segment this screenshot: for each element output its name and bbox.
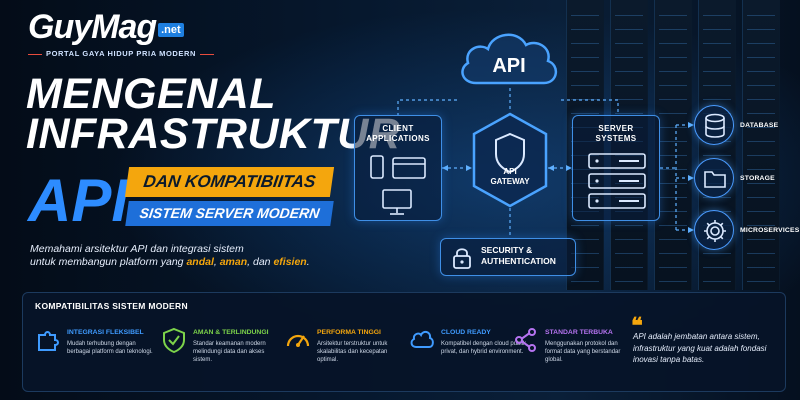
highlight-andal: andal <box>186 256 214 269</box>
headline: MENGENAL INFRASTRUKTUR <box>26 70 401 158</box>
server-title-line2: SYSTEMS <box>595 134 637 143</box>
client-title-line2: APPLICATIONS <box>366 134 430 143</box>
feature-desc: Kompatibel dengan cloud publik, privat, … <box>441 341 528 356</box>
cloud-label: API <box>492 55 526 77</box>
gateway-line2: GATEWAY <box>490 177 530 187</box>
microservices-node <box>694 210 734 250</box>
brand-logo[interactable]: GuyMag.net PORTAL GAYA HIDUP PRIA MODERN <box>28 8 215 58</box>
microservices-label: MICROSERVICES <box>740 227 800 234</box>
gear-icon <box>704 220 726 242</box>
client-applications-box: CLIENT APPLICATIONS <box>354 115 442 221</box>
api-cloud: API <box>456 25 562 87</box>
brand-tld: .net <box>158 22 184 37</box>
panel-title: KOMPATIBILITAS SISTEM MODERN <box>35 301 188 311</box>
description-line1: Memahami arsitektur API dan integrasi si… <box>30 243 244 255</box>
headline-ribbon-server: SISTEM SERVER MODERN <box>125 201 334 226</box>
storage-node <box>694 158 734 198</box>
quote-text: API adalah jembatan antara sistem, infra… <box>633 332 767 365</box>
security-line2: AUTHENTICATION <box>481 256 556 267</box>
puzzle-icon <box>38 331 59 351</box>
feature-title: CLOUD READY <box>441 329 491 336</box>
speedometer-icon <box>286 334 310 347</box>
database-node <box>694 105 734 145</box>
headline-line2: INFRASTRUKTUR <box>26 109 401 158</box>
brand-tagline: PORTAL GAYA HIDUP PRIA MODERN <box>28 49 215 58</box>
feature-desc: Arsitektur terstruktur untuk skalabilita… <box>317 341 388 364</box>
security-auth-box: SECURITY & AUTHENTICATION <box>440 238 576 276</box>
highlight-efisien: efisien <box>273 256 307 269</box>
feature-title: PERFORMA TINGGI <box>317 329 381 336</box>
feature-title: STANDAR TERBUKA <box>545 329 613 336</box>
shield-icon <box>495 132 525 174</box>
shield-check-icon <box>163 327 185 353</box>
brand-name: GuyMag <box>28 8 157 46</box>
gateway-line1: API <box>503 167 517 176</box>
description-sep1: , <box>213 256 217 269</box>
headline-ribbon-compat: DAN KOMPATIBIITAS <box>124 167 335 197</box>
share-nodes-icon <box>515 328 536 352</box>
description-line2: untuk membangun platform yang <box>30 256 184 269</box>
lock-icon <box>453 248 471 269</box>
server-title-line1: SERVER <box>598 124 634 133</box>
feature-desc: Menggunakan protokol dan format data yan… <box>545 341 621 364</box>
feature-desc: Mudah terhubung dengan berbagai platform… <box>67 341 153 356</box>
database-label: DATABASE <box>740 122 779 129</box>
security-line1: SECURITY & <box>481 245 533 255</box>
folder-icon <box>704 171 726 188</box>
storage-label: STORAGE <box>740 175 775 182</box>
cloud-icon <box>461 33 557 85</box>
compatibility-panel: KOMPATIBILITAS SISTEM MODERN INTEGRASI F… <box>22 292 786 392</box>
headline-line1: MENGENAL <box>26 70 277 118</box>
description-sep2: , dan <box>247 256 271 269</box>
api-gateway-label: API GATEWAY <box>472 167 548 188</box>
feature-desc: Standar keamanan modern melindungi data … <box>193 341 266 364</box>
cloud-icon <box>410 330 434 348</box>
api-gateway-hexagon <box>472 112 548 208</box>
feature-title: AMAN & TERLINDUNGI <box>193 329 269 336</box>
server-stack-icon <box>588 153 646 209</box>
highlight-aman: aman <box>219 256 248 269</box>
client-title-line1: CLIENT <box>382 124 414 133</box>
server-systems-box: SERVER SYSTEMS <box>572 115 660 221</box>
description: Memahami arsitektur API dan integrasi si… <box>30 243 310 269</box>
devices-icon <box>370 155 426 215</box>
quote-icon: ❝ <box>631 313 643 339</box>
description-end: . <box>306 256 310 269</box>
database-icon <box>705 113 725 138</box>
headline-api: API <box>28 167 129 234</box>
feature-title: INTEGRASI FLEKSIBEL <box>67 329 144 336</box>
